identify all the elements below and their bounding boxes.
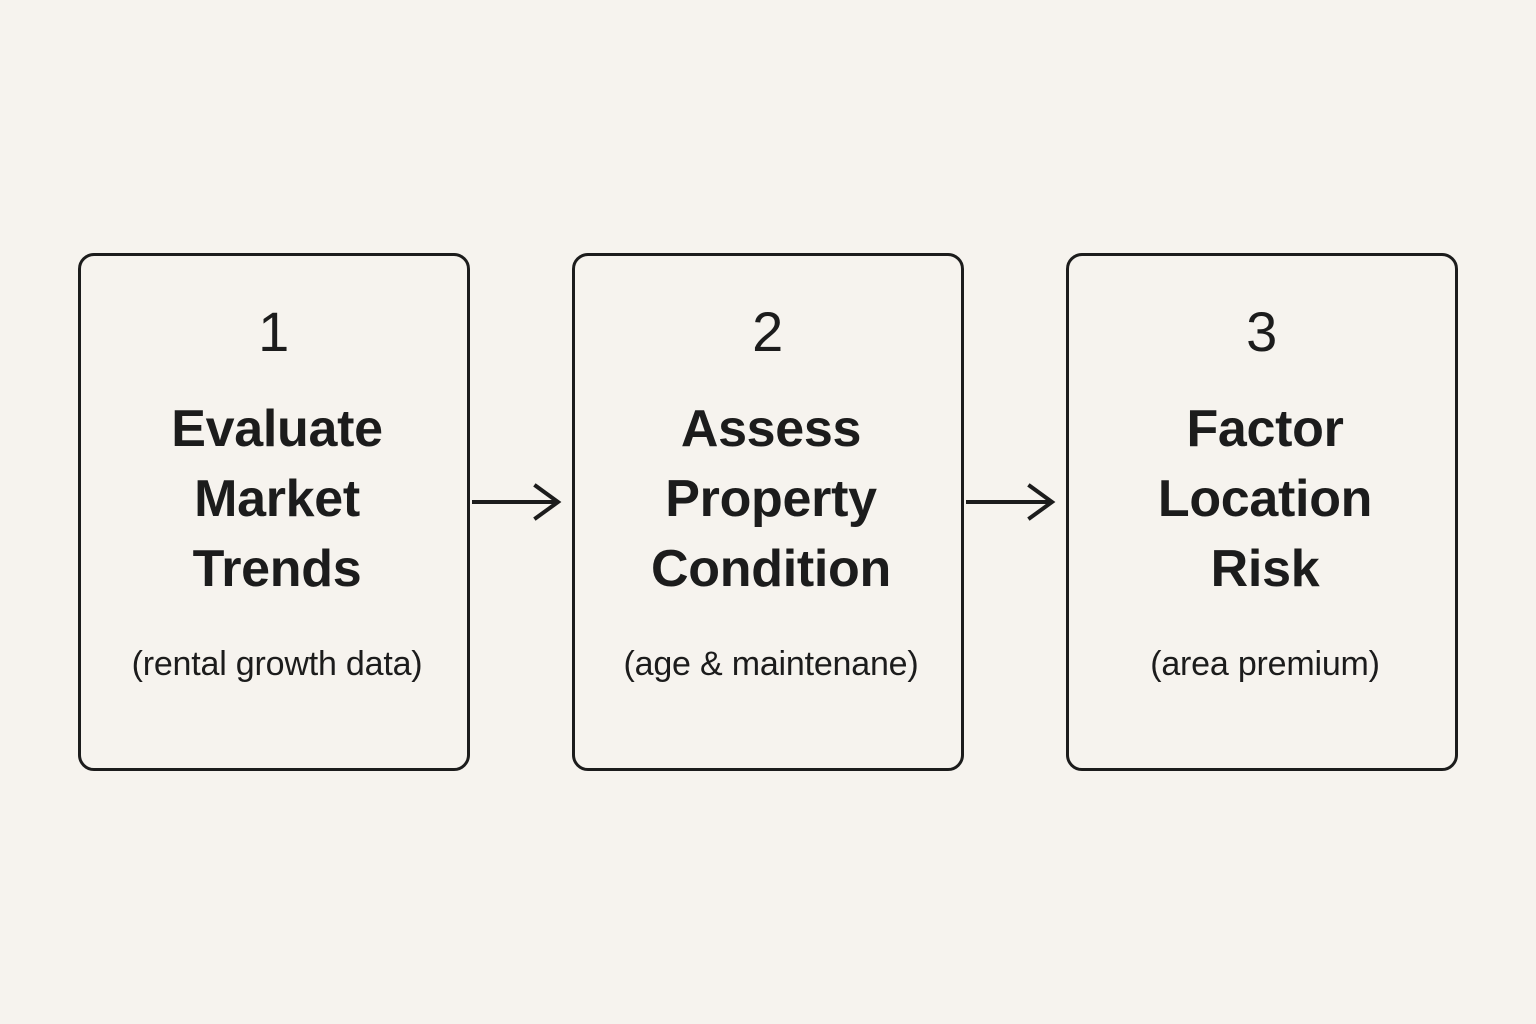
step-subtitle-2: (age & maintenane) — [623, 645, 919, 683]
step-title-3: Factor Location Risk — [1157, 400, 1373, 598]
step-box-1[interactable]: 1 Evaluate Market Trends (rental growth … — [78, 253, 470, 771]
step-number-1: 1 — [258, 300, 290, 363]
step-title-1: Evaluate Market Trends — [171, 400, 383, 598]
step-box-3[interactable]: 3 Factor Location Risk (area premium) — [1066, 253, 1458, 771]
step-number-2: 2 — [752, 300, 784, 363]
arrow-right-icon — [964, 478, 1060, 526]
step-subtitle-1: (rental growth data) — [131, 645, 423, 683]
step-number-3: 3 — [1246, 300, 1278, 363]
arrow-right-icon — [470, 478, 566, 526]
step-title-2: Assess Property Condition — [651, 400, 891, 598]
step-subtitle-3: (area premium) — [1150, 645, 1380, 683]
step-box-2[interactable]: 2 Assess Property Condition (age & maint… — [572, 253, 964, 771]
